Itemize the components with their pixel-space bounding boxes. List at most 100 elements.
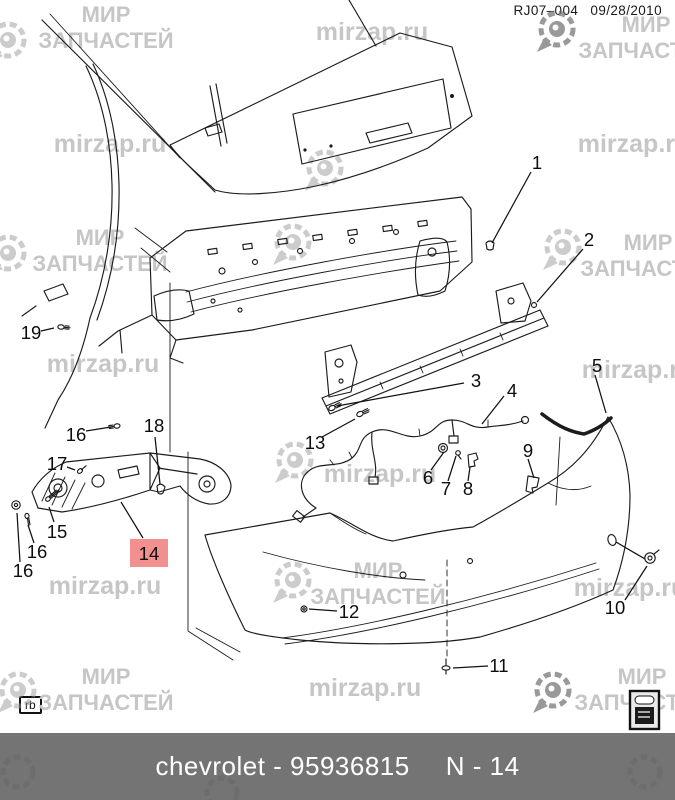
- badge-hole: [13, 685, 20, 692]
- badge-pin: [0, 266, 3, 271]
- zone-boundary-lines: [169, 282, 448, 661]
- doc-ref: RJ07–004: [513, 3, 579, 18]
- watermark-badge: [273, 561, 312, 603]
- callout-label-13: 13: [305, 432, 326, 453]
- badge-pin: [533, 699, 548, 713]
- watermark-badge: [537, 10, 576, 52]
- callout-label-10: 10: [605, 597, 626, 618]
- badge-core: [285, 234, 301, 250]
- badge-pin: [0, 53, 3, 58]
- highlighted-callout-box: [130, 539, 168, 567]
- badge-hole: [320, 163, 327, 170]
- clip-1: [485, 240, 495, 251]
- callout-label-4: 4: [507, 380, 517, 401]
- watermark-brand-line1: МИР: [354, 558, 403, 583]
- callout-label-9: 9: [523, 440, 533, 461]
- badge-pin: [537, 38, 552, 52]
- watermark-brand-line2: ЗАПЧАСТЕЙ: [578, 38, 675, 63]
- badge-hole: [552, 24, 559, 31]
- badge-core: [285, 572, 301, 588]
- screw-16b: [24, 512, 31, 527]
- callout-label-17: 17: [47, 453, 68, 474]
- callout-label-16: 16: [13, 560, 34, 581]
- fasteners: [11, 240, 660, 675]
- watermark-brand-line1: МИР: [82, 2, 131, 27]
- badge-hole: [3, 35, 10, 42]
- callout-label-1: 1: [532, 152, 542, 173]
- watermark-site: mirzap.ru: [47, 350, 160, 378]
- watermark-brand-line2: ЗАПЧАСТЕЙ: [574, 690, 675, 715]
- watermark-site: mirzap.ru: [54, 130, 167, 158]
- watermark-badge: [305, 149, 344, 191]
- watermark-site: mirzap.ru: [324, 460, 437, 488]
- badge-core: [287, 452, 303, 468]
- callout-label-15: 15: [47, 521, 68, 542]
- bolt-13: [356, 408, 370, 418]
- watermark-brand-line1: МИР: [618, 664, 667, 689]
- screw-15: [45, 489, 60, 502]
- badge-ring: [306, 149, 344, 187]
- callout-label-11: 11: [489, 655, 508, 676]
- callout-label-19: 19: [21, 322, 42, 343]
- bracket-9: [525, 475, 540, 494]
- watermark-site: mirzap.ru: [316, 18, 429, 46]
- callout-label-7: 7: [441, 478, 451, 499]
- leader-lines: [16, 171, 648, 669]
- bumper-brackets: [31, 452, 232, 513]
- rivet-11: [441, 658, 451, 675]
- bolt-3: [328, 402, 342, 412]
- badge-pin: [273, 589, 288, 603]
- revision-mark-label: rb: [25, 698, 36, 712]
- watermark-brand-line1: МИР: [82, 664, 131, 689]
- rivet-12: [300, 605, 308, 613]
- badge-ring: [534, 671, 572, 709]
- screw-16a: [107, 423, 121, 430]
- badge-ring: [274, 223, 312, 261]
- screw-7: [455, 450, 462, 460]
- watermark-site: mirzap.ru: [578, 130, 675, 158]
- bolt-19: [57, 324, 71, 330]
- badge-hole: [558, 242, 565, 249]
- badge-hole: [288, 237, 295, 244]
- footer-bar: chevrolet - 95936815 N - 14: [0, 733, 675, 800]
- doc-header: RJ07–004 09/28/2010: [506, 3, 662, 18]
- watermark-site: mirzap.ru: [582, 356, 675, 384]
- callout-label-12: 12: [339, 601, 360, 622]
- badge-ring: [544, 228, 582, 266]
- badge-hole: [548, 685, 555, 692]
- impact-bar: [321, 282, 549, 415]
- plug-10: [644, 549, 660, 564]
- quarter-panel: [21, 13, 216, 429]
- doc-date: 09/28/2010: [590, 3, 662, 18]
- watermark-site: mirzap.ru: [574, 574, 675, 602]
- badge-hole: [288, 575, 295, 582]
- watermark-brand-line2: ЗАПЧАСТЕЙ: [38, 690, 173, 715]
- screw-17: [76, 465, 87, 474]
- watermark-brand-line2: ЗАПЧАСТЕЙ: [310, 584, 445, 609]
- watermark-badge: [543, 228, 582, 270]
- watermark-site: mirzap.ru: [309, 674, 422, 702]
- watermark-site: mirzap.ru: [49, 572, 162, 600]
- bumper-cover: [204, 412, 631, 645]
- callout-label-6: 6: [423, 467, 433, 488]
- spec-stamp-icon: [628, 689, 661, 731]
- footer-page-ref: N - 14: [445, 751, 520, 781]
- badge-core: [0, 32, 16, 48]
- badge-hole: [290, 455, 297, 462]
- callout-label-3: 3: [471, 370, 481, 391]
- badge-ring: [0, 21, 27, 59]
- badge-ring: [0, 234, 27, 272]
- screw-16c: [11, 500, 21, 510]
- badge-core: [317, 160, 333, 176]
- watermark-brand-line1: МИР: [76, 225, 125, 250]
- badge-core: [0, 245, 16, 261]
- callout-label-8: 8: [463, 478, 473, 499]
- badge-core: [549, 21, 565, 37]
- badge-ring: [276, 441, 314, 479]
- revision-mark: rb: [19, 696, 42, 714]
- badge-pin: [275, 469, 290, 483]
- clip-8: [467, 452, 479, 468]
- callout-label-18: 18: [144, 415, 165, 436]
